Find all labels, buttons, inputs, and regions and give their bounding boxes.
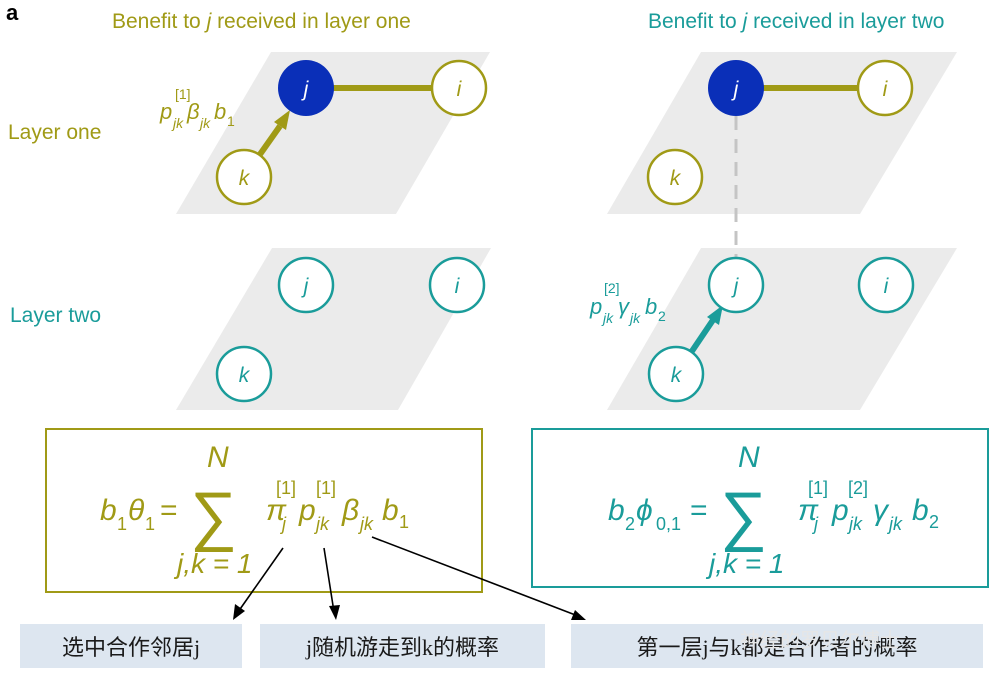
svg-text:[2]: [2] <box>848 478 868 498</box>
svg-text:j: j <box>301 78 310 101</box>
svg-text:k: k <box>670 167 682 190</box>
svg-text:k: k <box>239 167 251 190</box>
node-k-right-l2: k <box>647 345 705 403</box>
svg-text:i: i <box>884 275 890 298</box>
svg-text:γ: γ <box>618 294 631 319</box>
svg-text:k: k <box>671 364 683 387</box>
svg-text:π: π <box>798 494 819 527</box>
annotation-arrowhead-1 <box>233 604 245 620</box>
svg-text:j: j <box>301 275 310 298</box>
svg-text:2: 2 <box>658 308 666 324</box>
svg-text:ϕ: ϕ <box>636 494 653 527</box>
svg-text:∑: ∑ <box>720 478 767 552</box>
svg-text:j,k = 1: j,k = 1 <box>173 548 252 579</box>
svg-text:jk: jk <box>313 514 330 534</box>
svg-text:jk: jk <box>628 310 641 326</box>
svg-text:jk: jk <box>601 310 614 326</box>
svg-text:2: 2 <box>929 512 939 532</box>
svg-text:b: b <box>214 99 226 124</box>
svg-text:j: j <box>279 514 287 534</box>
node-i-right-l2: i <box>857 256 915 314</box>
row-label-layer-two: Layer two <box>10 304 101 327</box>
svg-text:β: β <box>341 494 359 527</box>
svg-text:j: j <box>731 275 740 298</box>
svg-text:j: j <box>811 514 819 534</box>
title-left: Benefit to j received in layer one <box>112 10 411 33</box>
node-k-right-l1: k <box>646 148 704 206</box>
svg-text:b: b <box>382 494 399 527</box>
annotation-arrowhead-2 <box>329 605 340 620</box>
formula-left: b 1 θ 1 = N ∑ j,k = 1 [1] π j [1] p jk β… <box>100 441 409 579</box>
svg-text:[2]: [2] <box>604 280 620 296</box>
svg-text:N: N <box>207 441 229 474</box>
svg-text:[1]: [1] <box>276 478 296 498</box>
svg-text:jk: jk <box>357 514 374 534</box>
svg-text:γ: γ <box>873 494 890 527</box>
svg-text:i: i <box>457 78 463 101</box>
caption-select-neighbor: 选中合作邻居j <box>20 624 242 668</box>
svg-text:0,1: 0,1 <box>656 514 681 534</box>
svg-text:p: p <box>589 294 602 319</box>
annotation-arrow-2 <box>323 547 335 613</box>
svg-text:∑: ∑ <box>190 478 237 552</box>
node-i-left-l2: i <box>428 256 486 314</box>
svg-text:j,k = 1: j,k = 1 <box>705 548 784 579</box>
svg-text:jk: jk <box>171 115 184 131</box>
svg-text:=: = <box>160 494 178 527</box>
edge-label-right: [2] p jk γ jk b 2 <box>589 280 666 326</box>
svg-text:b: b <box>608 494 625 527</box>
caption-both-cooperators: 第一层j与k都是合作者的概率 <box>571 624 983 668</box>
edge-label-left: [1] p jk β jk b 1 <box>159 86 235 131</box>
svg-text:b: b <box>645 294 657 319</box>
node-j-right-l1: j <box>708 60 764 116</box>
svg-text:p: p <box>831 494 849 527</box>
svg-text:π: π <box>266 494 287 527</box>
arrowhead-left <box>274 110 290 130</box>
svg-text:2: 2 <box>625 514 635 534</box>
node-k-left-l2: k <box>215 345 273 403</box>
svg-text:p: p <box>159 99 172 124</box>
svg-text:b: b <box>912 494 929 527</box>
title-right: Benefit to j received in layer two <box>648 10 945 33</box>
node-j-left-l1: j <box>278 60 334 116</box>
svg-text:[1]: [1] <box>175 86 191 102</box>
svg-text:N: N <box>738 441 760 474</box>
node-i-right-l1: i <box>856 59 914 117</box>
svg-text:b: b <box>100 494 117 527</box>
caption-random-walk: j随机游走到k的概率 <box>260 624 545 668</box>
formula-box-left <box>45 428 483 593</box>
svg-text:jk: jk <box>198 115 211 131</box>
svg-text:i: i <box>455 275 461 298</box>
formula-box-right <box>531 428 989 588</box>
svg-text:[1]: [1] <box>808 478 828 498</box>
node-j-left-l2: j <box>277 256 335 314</box>
svg-text:1: 1 <box>399 512 409 532</box>
arrowhead-right <box>707 305 723 325</box>
row-label-layer-one: Layer one <box>8 121 101 144</box>
svg-text:i: i <box>883 78 889 101</box>
svg-text:jk: jk <box>846 514 863 534</box>
svg-text:β: β <box>186 99 200 124</box>
svg-text:j: j <box>731 78 740 101</box>
svg-text:[1]: [1] <box>316 478 336 498</box>
annotation-arrowhead-3 <box>571 610 586 620</box>
watermark-text: 神经的罗贝尔博士 <box>740 628 900 652</box>
svg-text:θ: θ <box>128 494 145 527</box>
annotation-arrow-3 <box>371 536 579 617</box>
panel-label: a <box>6 0 19 25</box>
formula-right: b 2 ϕ 0,1 = N ∑ j,k = 1 [1] π j [2] p jk… <box>608 441 939 579</box>
annotation-arrow-1 <box>237 547 284 613</box>
svg-text:jk: jk <box>886 514 903 534</box>
svg-text:=: = <box>690 494 708 527</box>
svg-text:p: p <box>298 494 316 527</box>
node-i-left-l1: i <box>430 59 488 117</box>
node-j-right-l2: j <box>707 256 765 314</box>
svg-text:1: 1 <box>117 514 127 534</box>
svg-text:k: k <box>239 364 251 387</box>
node-k-left-l1: k <box>215 148 273 206</box>
svg-text:1: 1 <box>145 514 155 534</box>
svg-text:1: 1 <box>227 113 235 129</box>
